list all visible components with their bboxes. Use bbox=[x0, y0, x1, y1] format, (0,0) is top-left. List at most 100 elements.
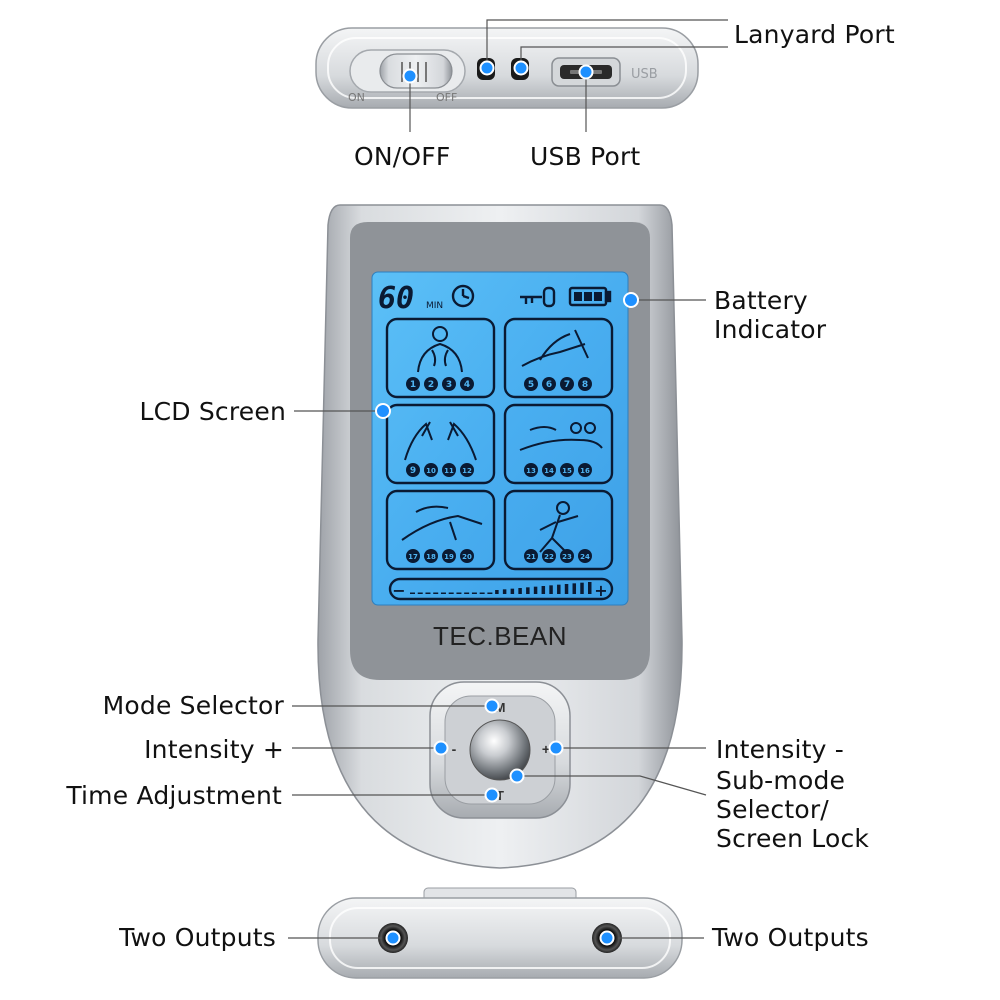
mode-number-text: 19 bbox=[444, 553, 454, 561]
timer-unit-text: MIN bbox=[426, 301, 443, 311]
brand-text: TEC.BEAN bbox=[433, 621, 567, 651]
mode-number-badge bbox=[578, 463, 592, 477]
lcd-minus-text: − bbox=[392, 581, 405, 600]
marker-battery bbox=[623, 292, 639, 308]
mode-box-3 bbox=[385, 403, 496, 485]
intensity-tick bbox=[464, 592, 470, 594]
mode-number-text: 23 bbox=[562, 553, 572, 561]
intensity-tick bbox=[510, 588, 515, 594]
mode-box-5 bbox=[385, 489, 496, 571]
mode-number-text: 20 bbox=[462, 553, 472, 561]
mode-number-text: 14 bbox=[544, 467, 554, 475]
marker-mode bbox=[484, 698, 500, 714]
label-two-outputs-right: Two Outputs bbox=[712, 923, 869, 952]
mode-number-text: 15 bbox=[562, 467, 572, 475]
label-submode-line2: Selector/ bbox=[716, 795, 829, 824]
mode-number-text: 1 bbox=[410, 380, 416, 390]
intensity-tick bbox=[533, 586, 538, 594]
label-two-outputs-left: Two Outputs bbox=[119, 923, 276, 952]
mode-number-text: 10 bbox=[426, 467, 436, 475]
mode-number-text: 6 bbox=[546, 380, 552, 390]
label-battery-line2: Indicator bbox=[714, 315, 827, 344]
lcd-plus-text: + bbox=[594, 581, 607, 600]
mode-number-badge bbox=[442, 463, 456, 477]
marker-submode bbox=[509, 768, 525, 784]
intensity-tick bbox=[549, 585, 553, 594]
front-view bbox=[317, 204, 683, 869]
fingers-tapping-icon bbox=[404, 421, 477, 461]
mode-number-badge bbox=[442, 377, 456, 391]
mode-number-text: 16 bbox=[580, 467, 590, 475]
intensity-tick bbox=[502, 589, 507, 594]
label-intensity-plus: Intensity + bbox=[144, 735, 284, 764]
switch-on-text: ON bbox=[348, 91, 365, 104]
mode-box-6 bbox=[503, 489, 614, 571]
control-pad bbox=[429, 681, 571, 819]
mode-box-2 bbox=[503, 317, 614, 399]
mode-number-badge bbox=[560, 377, 574, 391]
mode-number-text: 18 bbox=[426, 553, 436, 561]
mode-number-badge bbox=[524, 463, 538, 477]
bottom-view bbox=[317, 887, 683, 979]
mode-number-text: 4 bbox=[464, 380, 470, 390]
hand-massage-icon bbox=[521, 329, 589, 367]
mode-number-badge bbox=[542, 549, 556, 563]
label-lanyard-port: Lanyard Port bbox=[734, 20, 895, 49]
intensity-tick bbox=[572, 583, 577, 594]
mode-number-text: 22 bbox=[544, 553, 554, 561]
mode-number-badge bbox=[542, 377, 556, 391]
battery-icon bbox=[568, 286, 612, 307]
intensity-tick bbox=[487, 592, 493, 594]
mode-number-text: 3 bbox=[446, 380, 452, 390]
mode-number-badge bbox=[424, 463, 438, 477]
intensity-tick bbox=[564, 584, 569, 594]
leader-lines bbox=[288, 19, 728, 939]
marker-intensity-plus bbox=[433, 740, 449, 756]
intensity-tick bbox=[580, 582, 584, 594]
button-m-text[interactable]: M bbox=[495, 700, 506, 715]
callout-markers bbox=[375, 60, 639, 946]
label-usb-port: USB Port bbox=[530, 142, 641, 171]
intensity-tick bbox=[456, 592, 462, 594]
mode-number-badge bbox=[542, 463, 556, 477]
intensity-tick bbox=[433, 592, 439, 594]
mode-number-text: 2 bbox=[428, 380, 434, 390]
mode-number-text: 5 bbox=[528, 380, 534, 390]
exercise-figure-icon bbox=[539, 501, 579, 553]
marker-lanyard-1 bbox=[479, 60, 495, 76]
mode-number-text: 24 bbox=[580, 553, 590, 561]
mode-number-badge bbox=[424, 549, 438, 563]
marker-usb bbox=[578, 64, 594, 80]
intensity-tick bbox=[479, 592, 485, 594]
mode-number-text: 8 bbox=[582, 380, 588, 390]
marker-output-right bbox=[599, 930, 615, 946]
label-on-off: ON/OFF bbox=[354, 142, 451, 171]
intensity-tick bbox=[425, 592, 431, 594]
mode-number-text: 17 bbox=[408, 553, 418, 561]
intensity-tick bbox=[410, 592, 415, 594]
mode-number-text: 7 bbox=[564, 380, 570, 390]
button-t-text[interactable]: T bbox=[496, 788, 504, 803]
center-button[interactable] bbox=[469, 719, 531, 781]
mode-number-badge bbox=[578, 377, 592, 391]
palm-press-icon bbox=[401, 505, 483, 541]
lcd-content bbox=[385, 284, 614, 601]
button-plus-text[interactable]: + bbox=[542, 741, 550, 757]
mode-number-badge bbox=[460, 549, 474, 563]
label-time-adjustment: Time Adjustment bbox=[66, 781, 282, 810]
mode-number-text: 11 bbox=[444, 467, 454, 475]
intensity-tick bbox=[440, 592, 446, 594]
mode-number-badge bbox=[460, 463, 474, 477]
mode-number-text: 12 bbox=[462, 467, 472, 475]
back-shoulder-icon bbox=[417, 326, 463, 373]
mode-box-1 bbox=[385, 317, 496, 399]
label-submode-line1: Sub-mode bbox=[716, 766, 846, 795]
button-minus-text[interactable]: - bbox=[452, 741, 457, 757]
mode-number-badge bbox=[524, 549, 538, 563]
marker-intensity-minus bbox=[548, 740, 564, 756]
label-lcd-screen: LCD Screen bbox=[139, 397, 286, 426]
marker-time bbox=[484, 787, 500, 803]
label-mode-selector: Mode Selector bbox=[102, 691, 284, 720]
